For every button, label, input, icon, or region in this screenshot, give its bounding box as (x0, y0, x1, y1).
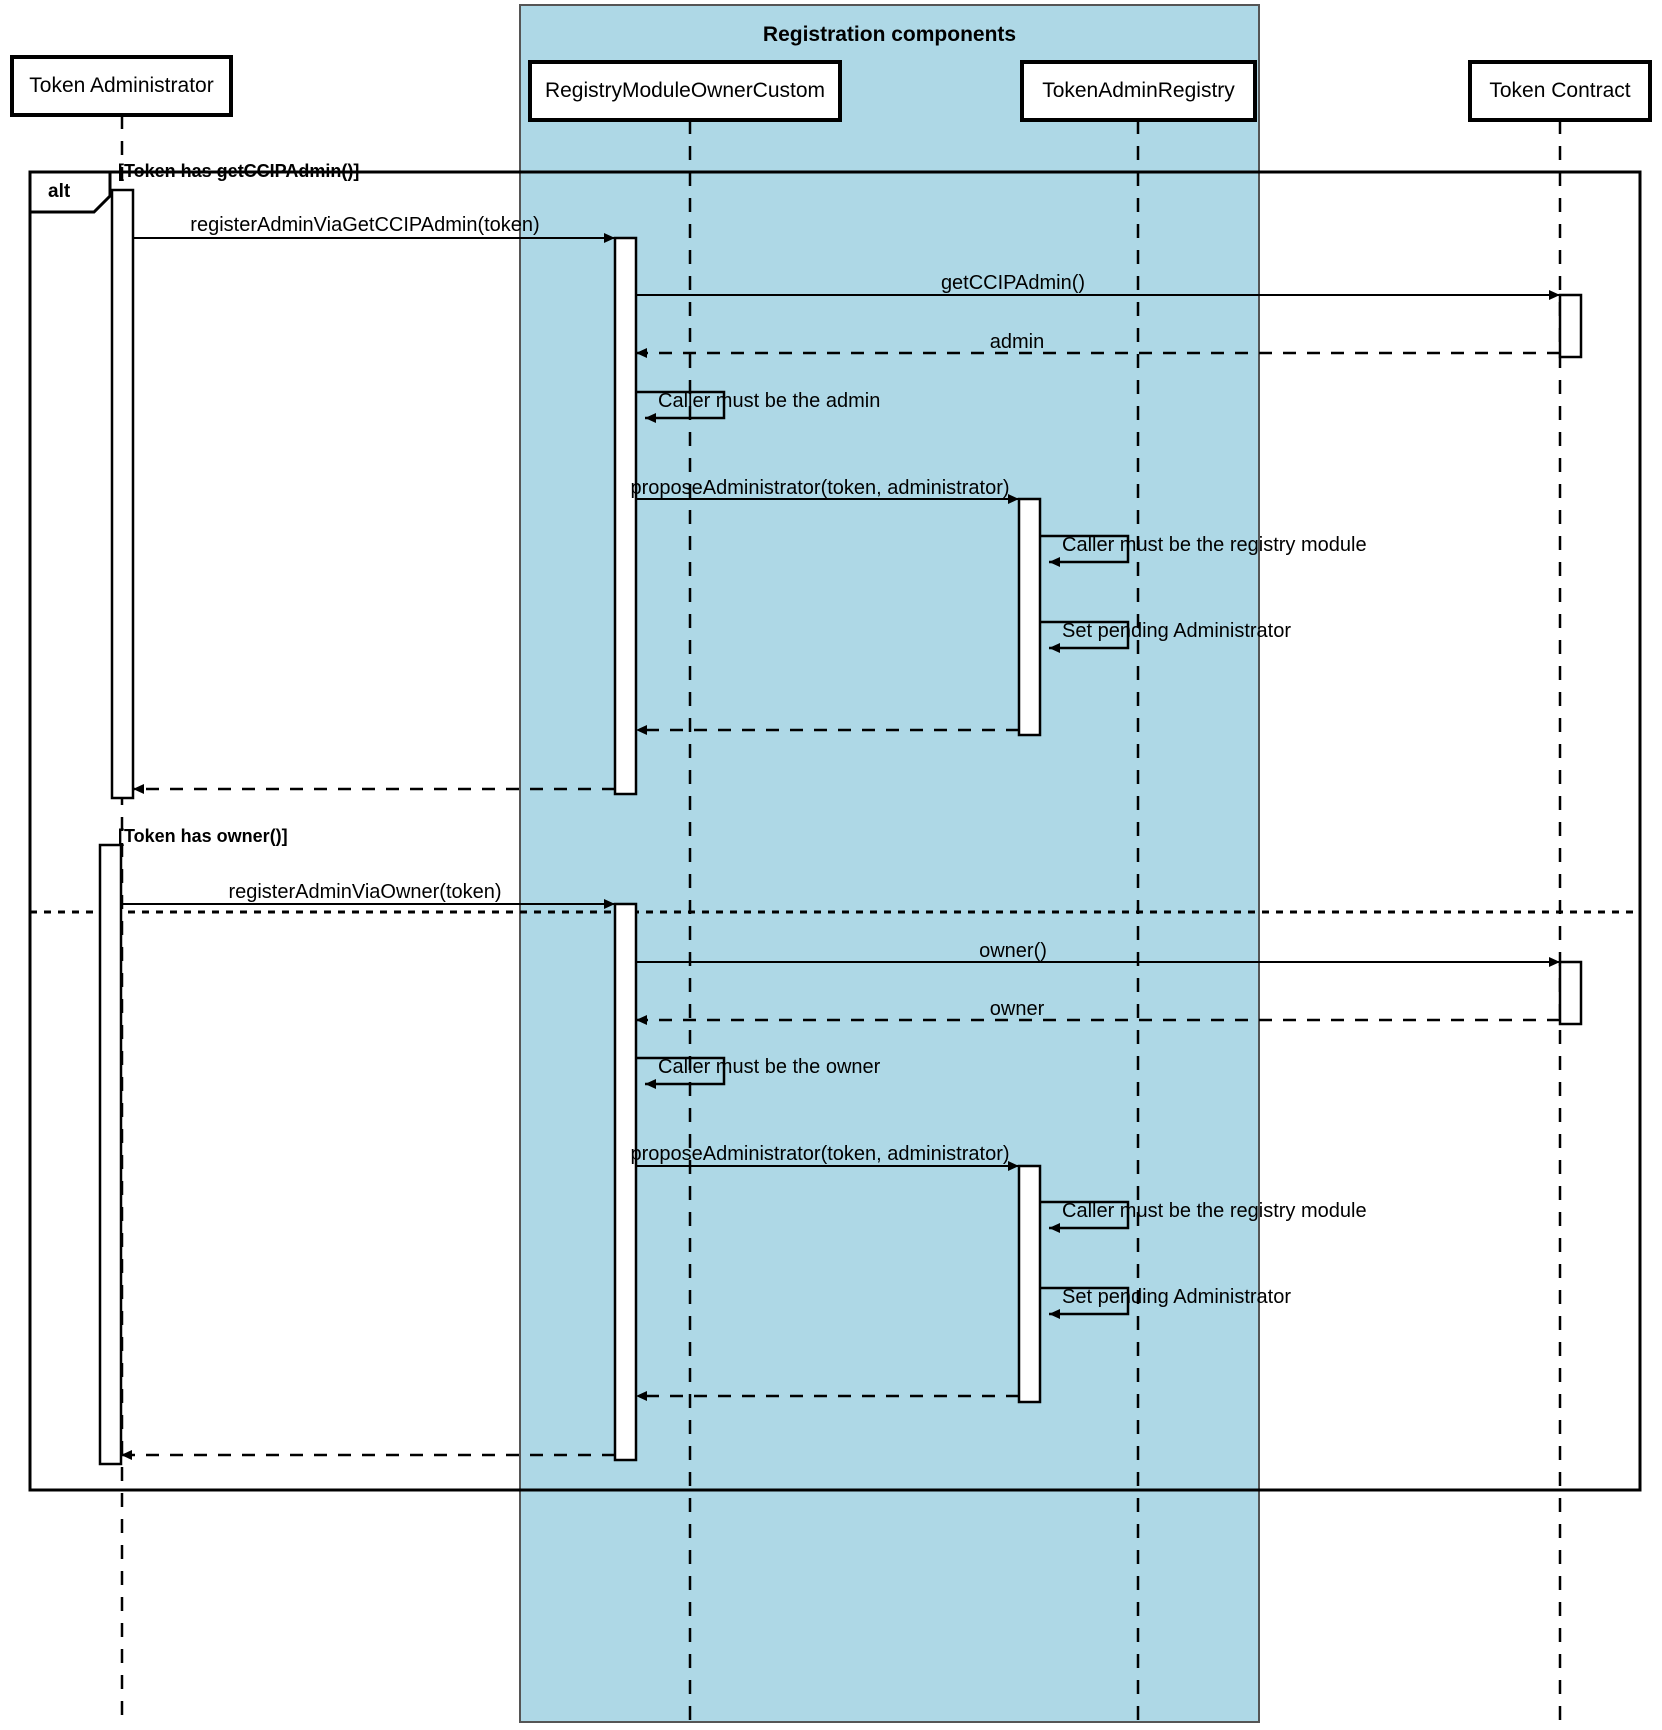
message-label-m1: registerAdminViaGetCCIPAdmin(token) (190, 214, 540, 236)
activation-bar-registry_module (613, 902, 638, 1462)
participant-box-token_contract[interactable] (1468, 60, 1652, 122)
group-title-label: Registration components (762, 23, 1017, 46)
group-box-registration-components (519, 4, 1260, 1723)
message-label-m16: Set pending Administrator (1062, 1286, 1292, 1308)
alt-guard-2: [Token has owner()] (118, 826, 288, 846)
activation-bar-token_admin_registry (1017, 497, 1042, 737)
activation-bar-admin (98, 843, 123, 1466)
self-message-m15[interactable] (1040, 1200, 1130, 1233)
participant-label-token_admin_registry: TokenAdminRegistry (1042, 79, 1235, 102)
self-message-m7[interactable] (1040, 620, 1130, 653)
participant-label-admin: Token Administrator (29, 74, 214, 97)
message-label-m13: Caller must be the owner (658, 1056, 881, 1078)
activation-bar-token_contract (1558, 293, 1583, 359)
participant-box-admin[interactable] (10, 55, 233, 117)
message-label-m15: Caller must be the registry module (1062, 1200, 1367, 1222)
participant-label-registry_module: RegistryModuleOwnerCustom (544, 79, 826, 102)
message-label-m3: admin (989, 331, 1045, 353)
participant-label-token_contract: Token Contract (1489, 79, 1631, 102)
activation-bar-registry_module (613, 236, 638, 796)
self-message-m4[interactable] (636, 390, 726, 423)
message-label-m12: owner (989, 998, 1045, 1020)
alt-fragment-tag-shape (28, 170, 112, 214)
message-label-m11: owner() (979, 940, 1047, 962)
message-label-m10: registerAdminViaOwner(token) (228, 881, 502, 903)
participant-box-token_admin_registry[interactable] (1020, 60, 1257, 122)
message-label-m7: Set pending Administrator (1062, 620, 1292, 642)
self-message-m13[interactable] (636, 1056, 726, 1089)
message-label-m4: Caller must be the admin (658, 390, 881, 412)
activation-bar-admin (110, 188, 135, 800)
message-label-m6: Caller must be the registry module (1062, 534, 1367, 556)
message-label-m2: getCCIPAdmin() (940, 272, 1086, 294)
participant-box-registry_module[interactable] (528, 60, 842, 122)
self-message-m16[interactable] (1040, 1286, 1130, 1319)
alt-guard-1: [Token has getCCIPAdmin()] (118, 161, 360, 181)
activation-bar-token_admin_registry (1017, 1164, 1042, 1404)
alt-fragment-frame (28, 170, 1642, 1492)
activation-bar-token_contract (1558, 960, 1583, 1026)
alt-fragment-tag-label: alt (48, 181, 71, 202)
message-label-m14: proposeAdministrator(token, administrato… (630, 1143, 1010, 1165)
message-label-m5: proposeAdministrator(token, administrato… (630, 477, 1010, 499)
self-message-m6[interactable] (1040, 534, 1130, 567)
